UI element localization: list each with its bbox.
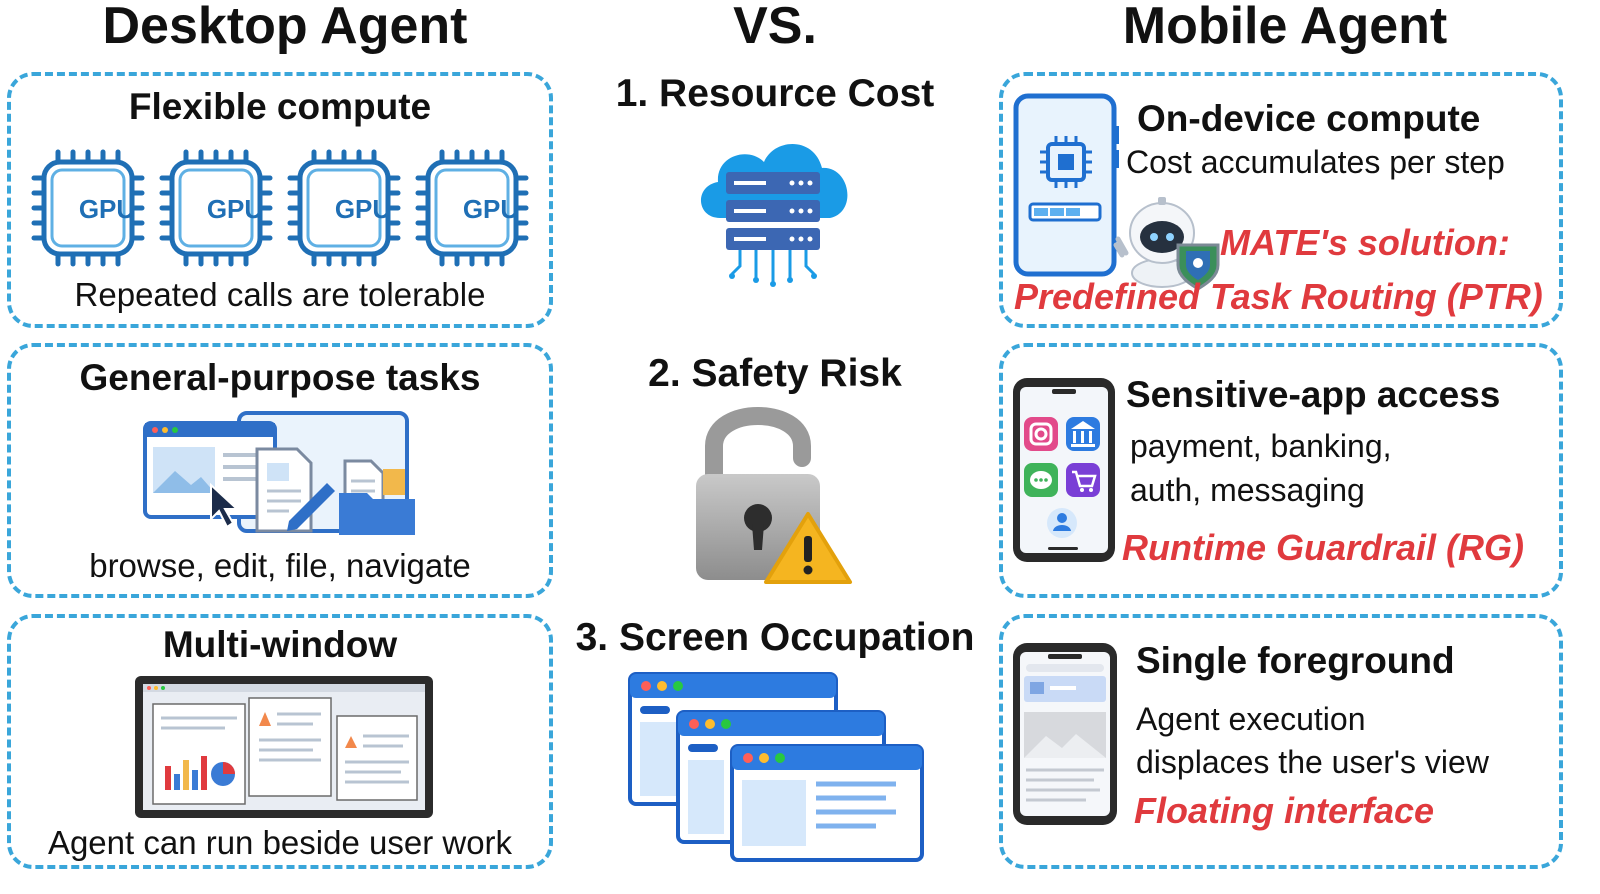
- mobile-compute-text: Cost accumulates per step: [1126, 144, 1505, 180]
- desktop-tasks-caption: browse, edit, file, navigate: [89, 547, 471, 584]
- desktop-compute-title: Flexible compute: [128, 86, 432, 127]
- desktop-compute-panel: Flexible compute GPU GPU GPU GPU Repeate…: [7, 72, 553, 328]
- challenge-resource-cost: 1. Resource Cost: [615, 72, 935, 115]
- challenge-screen-occupation: 3. Screen Occupation: [575, 616, 975, 659]
- gpu-label: GPU: [334, 194, 392, 224]
- mobile-foreground-line2: displaces the user's view: [1136, 744, 1489, 780]
- mobile-access-title: Sensitive-app access: [1126, 374, 1501, 415]
- vs-header: VS.: [733, 0, 817, 55]
- mobile-compute-solution: Predefined Task Routing (PTR): [1014, 276, 1543, 317]
- desktop-tasks-icon: [143, 411, 415, 535]
- mobile-access-line2: auth, messaging: [1130, 472, 1365, 508]
- stacked-windows-icon: [628, 672, 924, 862]
- gpu-label: GPU: [206, 194, 264, 224]
- gpu-label: GPU: [78, 194, 136, 224]
- desktop-agent-header: Desktop Agent: [102, 0, 468, 55]
- unlocked-padlock-warning-icon: [696, 407, 852, 584]
- phone-sensitive-apps-icon: [1013, 378, 1115, 562]
- mobile-foreground-title: Single foreground: [1136, 640, 1455, 681]
- cloud-server-icon: [700, 143, 848, 287]
- mate-robot-mascot-icon: [1113, 197, 1220, 292]
- desktop-tasks-title: General-purpose tasks: [79, 357, 481, 398]
- desktop-window-panel: Multi-window Agent can run beside user w…: [7, 614, 553, 869]
- phone-chip-icon: [1013, 93, 1119, 277]
- gpu-chips-icon: [31, 149, 545, 267]
- multi-window-monitor-icon: [135, 676, 433, 818]
- challenge-safety-risk: 2. Safety Risk: [648, 352, 902, 395]
- desktop-window-caption: Agent can run beside user work: [47, 824, 513, 861]
- mobile-compute-title: On-device compute: [1137, 98, 1481, 139]
- gpu-label: GPU: [462, 194, 520, 224]
- mobile-foreground-solution: Floating interface: [1134, 790, 1435, 831]
- desktop-window-title: Multi-window: [162, 624, 398, 665]
- mobile-foreground-line1: Agent execution: [1136, 701, 1366, 737]
- mate-solution-intro: MATE's solution:: [1220, 222, 1510, 263]
- desktop-compute-caption: Repeated calls are tolerable: [74, 276, 486, 313]
- phone-single-screen-icon: [1013, 643, 1117, 825]
- mobile-agent-header: Mobile Agent: [1122, 0, 1448, 55]
- desktop-tasks-panel: General-purpose tasks browse, edit, file…: [7, 343, 553, 598]
- mobile-access-line1: payment, banking,: [1130, 428, 1392, 464]
- mobile-access-solution: Runtime Guardrail (RG): [1122, 527, 1525, 568]
